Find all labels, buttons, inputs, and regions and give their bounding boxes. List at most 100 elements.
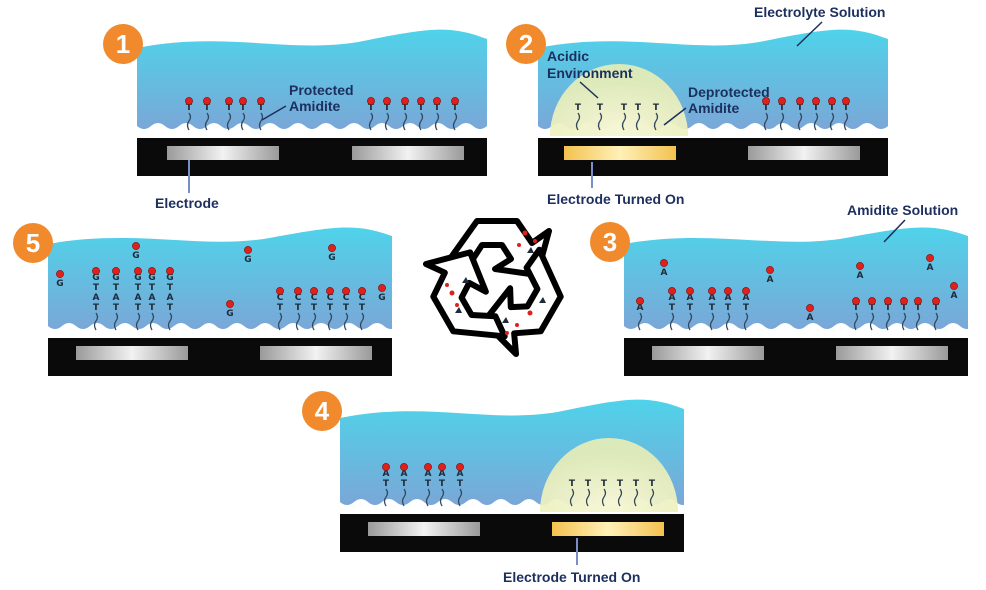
label-amidite-solution: Amidite Solution <box>847 202 958 243</box>
substrate-surface <box>48 323 398 338</box>
svg-text:4: 4 <box>315 396 330 426</box>
linker-strand <box>763 112 769 131</box>
electrode-off <box>748 146 860 160</box>
nucleotide-base: T <box>434 103 441 113</box>
protecting-group-bead <box>185 97 193 105</box>
protecting-group-bead <box>112 267 120 275</box>
nucleotide-base: G <box>134 273 141 283</box>
linker-strand <box>813 112 819 131</box>
electrode-off <box>352 146 464 160</box>
linker-strand <box>149 312 155 331</box>
nucleotide-base: C <box>277 293 284 303</box>
nucleotide-base: T <box>885 303 892 313</box>
nucleotide-base: T <box>743 303 750 313</box>
protecting-group-bead <box>383 97 391 105</box>
protecting-group-bead <box>326 287 334 295</box>
acidic-environment-zone <box>550 64 688 136</box>
linker-strand <box>687 312 693 331</box>
linker-strand <box>402 112 408 131</box>
nucleotide-base: A <box>687 293 694 303</box>
nucleotide-base: A <box>457 469 464 479</box>
linker-strand <box>601 488 607 507</box>
nucleotide-base: G <box>148 273 155 283</box>
nucleotide-base: A <box>725 293 732 303</box>
nucleotide-base: C <box>295 293 302 303</box>
svg-text:Acidic: Acidic <box>547 48 589 64</box>
protecting-group-bead <box>668 287 676 295</box>
nucleotide-base: T <box>186 103 193 113</box>
nucleotide-base: T <box>149 303 156 313</box>
linker-strand <box>725 312 731 331</box>
step-badge-3: 3 <box>590 222 630 262</box>
nucleotide-base: T <box>204 103 211 113</box>
nucleotide-base: C <box>343 293 350 303</box>
free-amidite-base: A <box>951 291 958 301</box>
linker-strand <box>669 312 675 331</box>
nucleotide-base: T <box>725 303 732 313</box>
free-amidite-bead <box>926 254 934 262</box>
nucleotide-base: T <box>669 303 676 313</box>
nucleotide-base: A <box>149 293 156 303</box>
nucleotide-base: T <box>93 303 100 313</box>
nucleotide-base: C <box>359 293 366 303</box>
svg-text:Electrode Turned On: Electrode Turned On <box>547 191 684 207</box>
svg-text:Amidite Solution: Amidite Solution <box>847 202 958 218</box>
nucleotide-base: T <box>843 103 850 113</box>
linker-strand <box>186 112 192 131</box>
nucleotide-base: T <box>457 479 464 489</box>
linker-strand <box>885 312 891 331</box>
protecting-group-bead <box>636 297 644 305</box>
linker-strand <box>653 112 659 131</box>
free-amidite-bead <box>328 244 336 252</box>
nucleotide-base: T <box>575 103 582 113</box>
nucleotide-base: T <box>402 103 409 113</box>
linker-strand <box>915 312 921 331</box>
linker-strand <box>425 488 431 507</box>
recycle-icon <box>422 218 564 358</box>
nucleotide-base: A <box>425 469 432 479</box>
free-amidite-base: G <box>328 253 335 263</box>
svg-text:Electrolyte Solution: Electrolyte Solution <box>754 4 885 20</box>
nucleotide-base: T <box>649 479 656 489</box>
protecting-group-bead <box>914 297 922 305</box>
linker-strand <box>418 112 424 131</box>
linker-strand <box>135 312 141 331</box>
electrode-off <box>260 346 372 360</box>
protecting-group-bead <box>708 287 716 295</box>
protecting-group-bead <box>239 97 247 105</box>
svg-text:Amidite: Amidite <box>289 98 341 114</box>
linker-strand <box>633 488 639 507</box>
linker-strand <box>439 488 445 507</box>
protecting-group-bead <box>401 97 409 105</box>
linker-strand <box>359 312 365 331</box>
nucleotide-base: T <box>621 103 628 113</box>
nucleotide-base: A <box>743 293 750 303</box>
nucleotide-base: T <box>113 283 120 293</box>
protecting-group-bead <box>203 97 211 105</box>
svg-text:Protected: Protected <box>289 82 354 98</box>
nucleotide-base: T <box>597 103 604 113</box>
label-deprotected-amidite: Deprotected Amidite <box>663 84 770 126</box>
protecting-group-bead <box>294 287 302 295</box>
linker-strand <box>585 488 591 507</box>
nucleotide-base: T <box>401 479 408 489</box>
free-amidite-bead <box>950 282 958 290</box>
protecting-group-bead <box>868 297 876 305</box>
nucleotide-base: T <box>93 283 100 293</box>
free-amidite-bead <box>56 270 64 278</box>
nucleotide-base: T <box>368 103 375 113</box>
nucleotide-base: T <box>418 103 425 113</box>
protecting-group-bead <box>310 287 318 295</box>
nucleotide-base: T <box>439 479 446 489</box>
free-amidite-base: A <box>661 268 668 278</box>
protecting-group-bead <box>812 97 820 105</box>
linker-strand <box>933 312 939 331</box>
nucleotide-base: T <box>277 303 284 313</box>
linker-strand <box>569 488 575 507</box>
nucleotide-base: T <box>343 303 350 313</box>
linker-strand <box>384 112 390 131</box>
nucleotide-base: A <box>113 293 120 303</box>
